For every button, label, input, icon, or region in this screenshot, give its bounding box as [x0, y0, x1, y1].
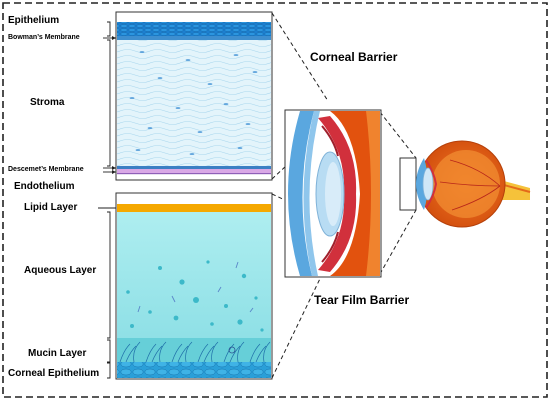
lipid-layer [117, 204, 271, 212]
label-bowmans-membrane: Bowman’s Membrane [8, 34, 80, 41]
aqueous-layer [117, 212, 271, 338]
label-corneal-epithelium: Corneal Epithelium [8, 368, 100, 379]
bowman-layer [117, 36, 271, 40]
label-stroma: Stroma [30, 97, 65, 108]
title-corneal-barrier: Corneal Barrier [310, 50, 398, 64]
epithelium-layer [117, 22, 271, 36]
label-epithelium: Epithelium [8, 15, 60, 26]
title-tear-film-barrier: Tear Film Barrier [314, 293, 410, 307]
descemet-layer [117, 166, 271, 169]
eye-overview-panel [399, 140, 531, 228]
label-lipid-layer: Lipid Layer [24, 202, 78, 213]
label-endothelium: Endothelium [14, 181, 75, 192]
outer-frame [2, 2, 548, 398]
mucin-layer [117, 338, 271, 362]
label-aqueous-layer: Aqueous Layer [24, 265, 97, 276]
layer-brackets [98, 21, 116, 379]
label-descemets-membrane: Descemet’s Membrane [8, 166, 84, 173]
corneal-epithelium-layer [117, 362, 271, 378]
label-mucin-layer: Mucin Layer [28, 348, 87, 359]
magnified-cornea [284, 109, 382, 278]
endothelium-layer [117, 169, 271, 174]
cornea-panel [115, 11, 273, 181]
tear-film-panel [115, 192, 273, 380]
